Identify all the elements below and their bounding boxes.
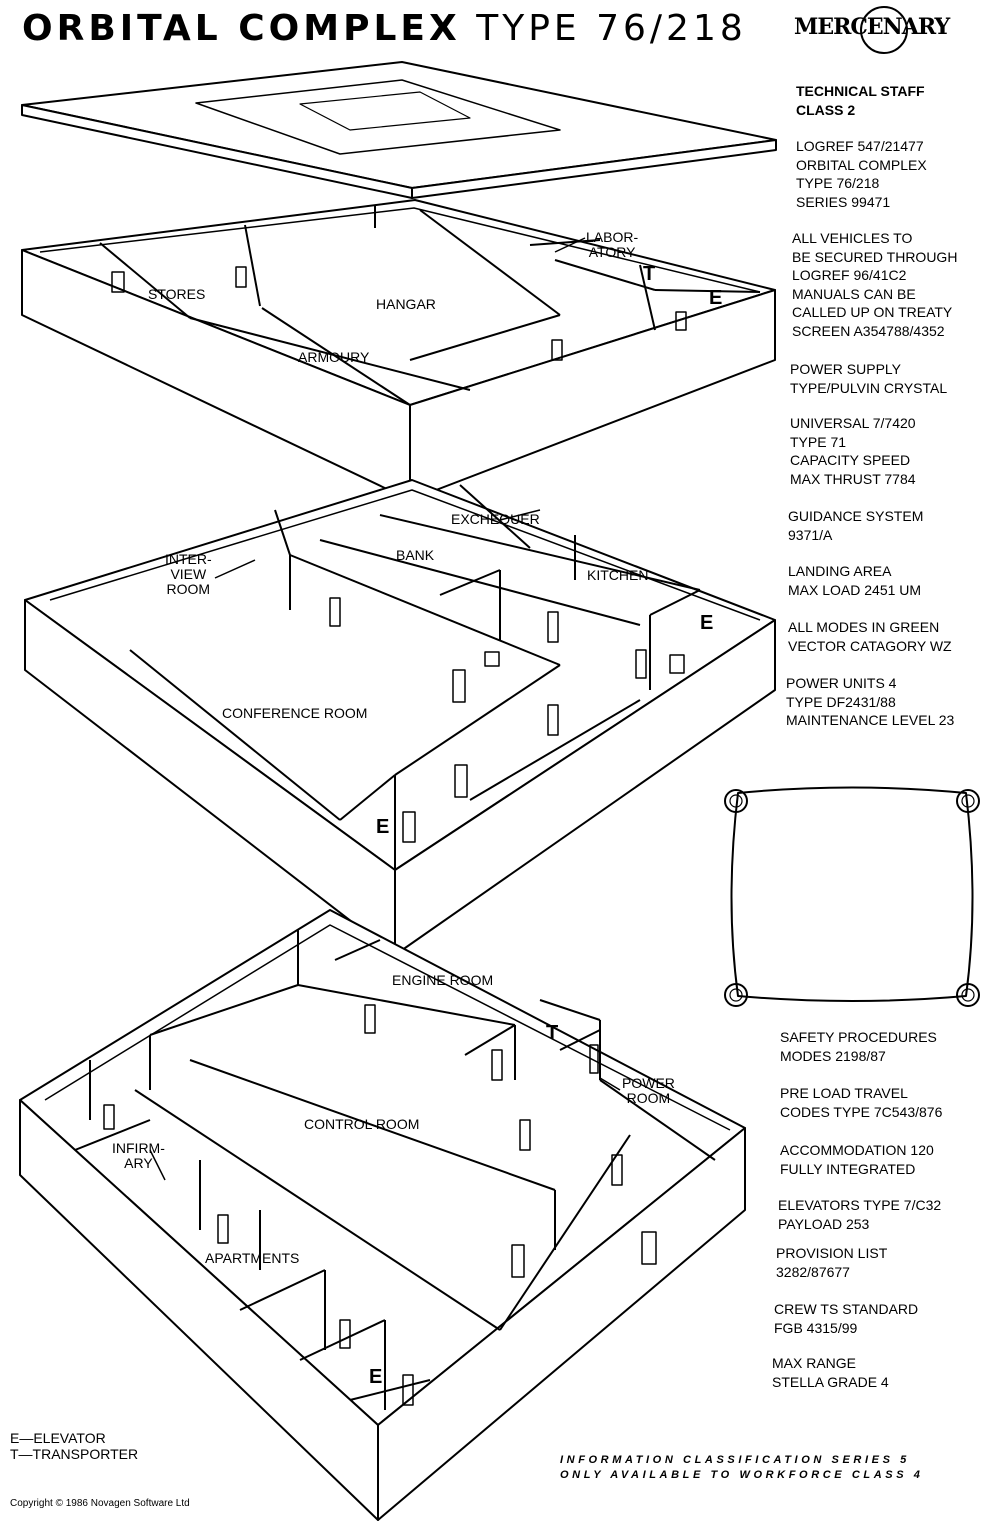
spec-landing: LANDING AREA MAX LOAD 2451 UM bbox=[788, 563, 922, 598]
room-infirmary: INFIRM- ARY bbox=[112, 1140, 165, 1171]
title-bold: ORBITAL COMPLEX bbox=[22, 8, 461, 49]
room-apartments: APARTMENTS bbox=[205, 1250, 300, 1266]
room-armoury: ARMOURY bbox=[298, 349, 370, 365]
room-laboratory: LABOR- ATORY bbox=[586, 229, 639, 260]
spec-accommodation: ACCOMMODATION 120 FULLY INTEGRATED bbox=[780, 1142, 934, 1177]
roof-panel bbox=[21, 61, 777, 199]
middle-deck bbox=[24, 479, 776, 956]
classification-line-2: ONLY AVAILABLE TO WORKFORCE CLASS 4 bbox=[560, 1469, 924, 1481]
spec-vehicles: ALL VEHICLES TO BE SECURED THROUGH LOGRE… bbox=[792, 230, 958, 339]
room-control: CONTROL ROOM bbox=[304, 1116, 420, 1132]
spec-provision: PROVISION LIST 3282/87677 bbox=[776, 1245, 888, 1280]
mercenary-logo: MERCENARY bbox=[794, 14, 950, 40]
title-light: TYPE 76/218 bbox=[476, 8, 747, 49]
room-stores: STORES bbox=[148, 286, 206, 302]
room-power: POWER ROOM bbox=[622, 1075, 675, 1106]
room-hangar: HANGAR bbox=[376, 296, 436, 312]
spec-elevators: ELEVATORS TYPE 7/C32 PAYLOAD 253 bbox=[778, 1197, 942, 1232]
room-engine: ENGINE ROOM bbox=[392, 972, 494, 988]
top-deck bbox=[21, 199, 776, 501]
leader-lines bbox=[149, 237, 621, 1181]
copyright: Copyright © 1986 Novagen Software Ltd bbox=[10, 1498, 190, 1509]
legend: E—ELEVATOR T—TRANSPORTER bbox=[10, 1430, 139, 1462]
page-title: ORBITAL COMPLEX TYPE 76/218 bbox=[22, 8, 747, 49]
room-exchequer: EXCHEQUER bbox=[451, 511, 540, 527]
spec-crew: CREW TS STANDARD FGB 4315/99 bbox=[774, 1301, 919, 1336]
spec-guidance: GUIDANCE SYSTEM 9371/A bbox=[788, 508, 924, 543]
transporter-marker: T bbox=[546, 1022, 559, 1044]
room-interview: INTER- VIEW ROOM bbox=[165, 551, 212, 597]
elevator-marker: E bbox=[700, 612, 714, 634]
elevator-marker: E bbox=[369, 1366, 383, 1388]
classification-line-1: INFORMATION CLASSIFICATION SERIES 5 bbox=[560, 1454, 910, 1466]
spec-staff-class: TECHNICAL STAFF CLASS 2 bbox=[796, 83, 925, 118]
elevator-marker: E bbox=[709, 287, 723, 309]
spec-range: MAX RANGE STELLA GRADE 4 bbox=[772, 1355, 889, 1390]
spec-preload: PRE LOAD TRAVEL CODES TYPE 7C543/876 bbox=[780, 1085, 943, 1120]
transporter-marker: T bbox=[643, 263, 656, 285]
spec-modes: ALL MODES IN GREEN VECTOR CATAGORY WZ bbox=[788, 619, 952, 654]
room-bank: BANK bbox=[396, 547, 435, 563]
elevator-marker: E bbox=[376, 816, 390, 838]
spec-power-supply: POWER SUPPLY TYPE/PULVIN CRYSTAL bbox=[790, 361, 948, 396]
spec-power-units: POWER UNITS 4 TYPE DF2431/88 MAINTENANCE… bbox=[786, 675, 955, 728]
room-kitchen: KITCHEN bbox=[587, 567, 649, 583]
bottom-deck bbox=[19, 909, 746, 1521]
spec-universal: UNIVERSAL 7/7420 TYPE 71 CAPACITY SPEED … bbox=[790, 415, 916, 487]
floor-plan-inset bbox=[724, 786, 980, 1007]
room-conference: CONFERENCE ROOM bbox=[222, 705, 368, 721]
spec-safety: SAFETY PROCEDURES MODES 2198/87 bbox=[780, 1029, 937, 1064]
globe-icon bbox=[860, 6, 908, 54]
spec-logref: LOGREF 547/21477 ORBITAL COMPLEX TYPE 76… bbox=[796, 138, 927, 210]
